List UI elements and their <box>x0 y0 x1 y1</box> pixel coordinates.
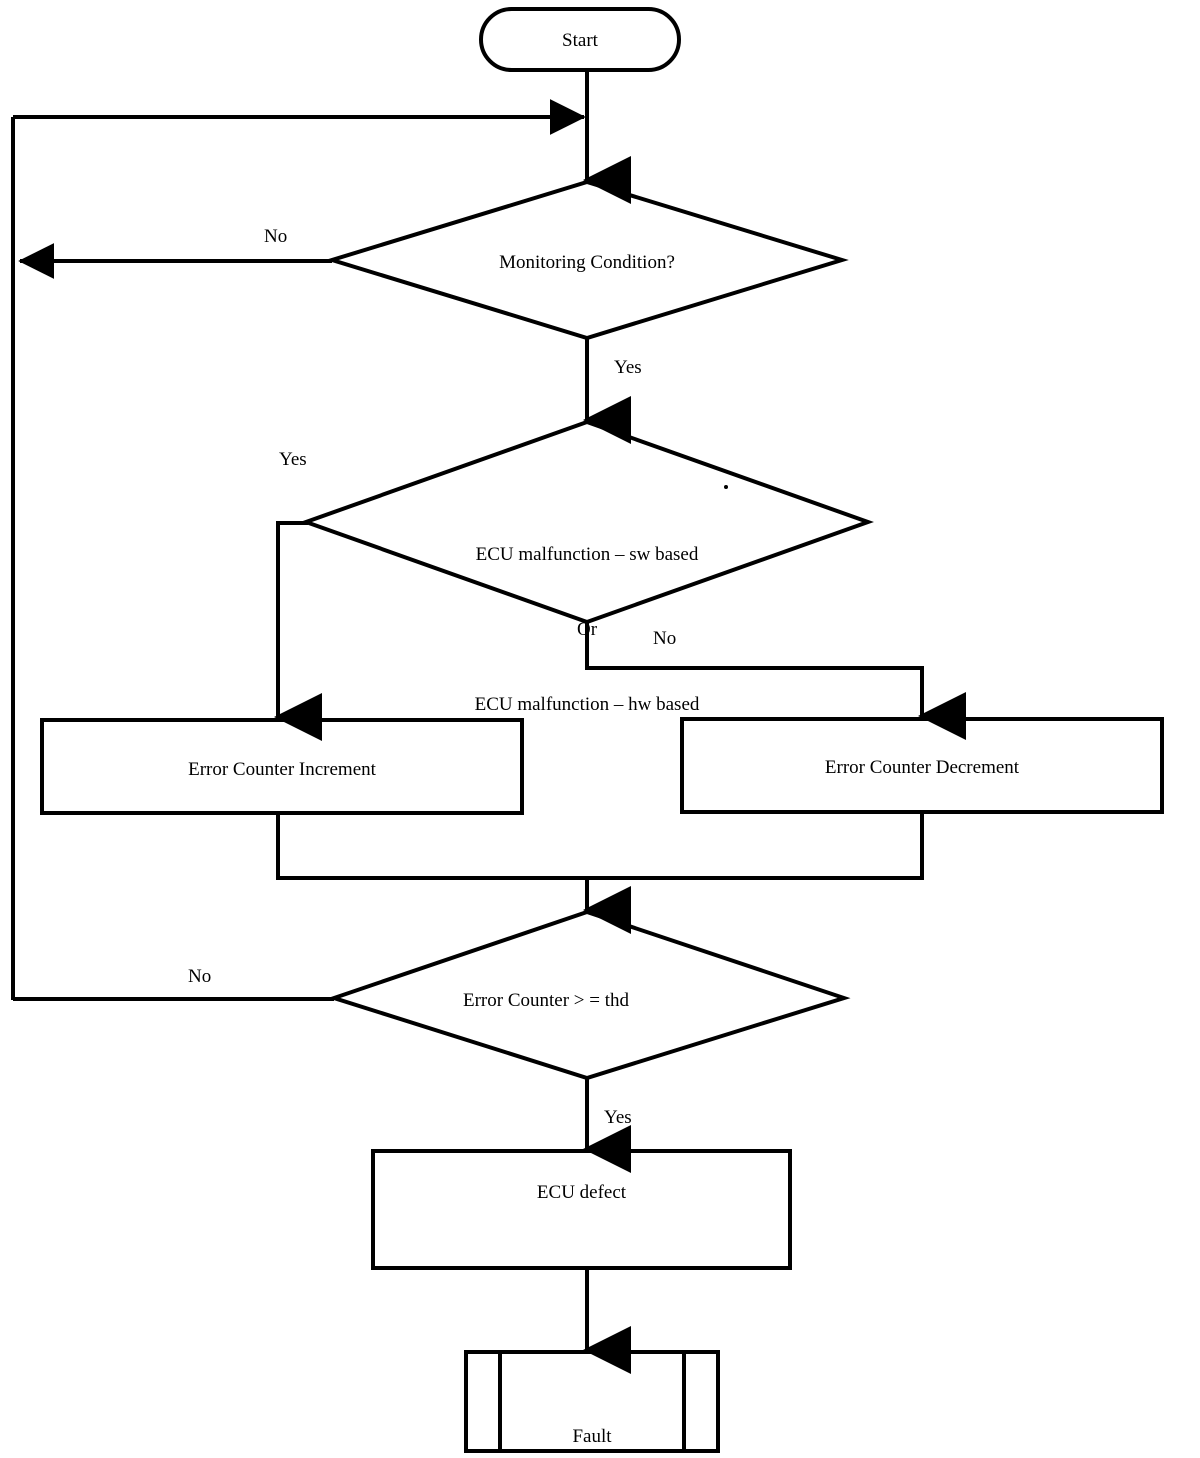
scan-artifact-dot <box>724 485 728 489</box>
edge-label-threshold-no: No <box>188 966 212 987</box>
ecu-defect-node-shape <box>371 1149 792 1270</box>
edge-label-threshold-yes: Yes <box>604 1107 632 1128</box>
edge-increment-merge <box>276 812 924 880</box>
start-node-shape <box>479 7 681 72</box>
monitoring-condition-node-shape <box>325 179 849 341</box>
ecu-malfunction-node-shape <box>300 419 874 625</box>
edge-malfunction-yes <box>274 521 322 741</box>
error-counter-decrement-node-shape <box>680 717 1164 814</box>
edge-label-malfunction-yes: Yes <box>279 449 307 470</box>
edge-label-malfunction-no: No <box>653 628 677 649</box>
error-counter-increment-node-shape <box>40 718 524 815</box>
error-counter-threshold-node-shape <box>327 909 851 1081</box>
edge-malfunction-no <box>585 622 966 740</box>
edge-label-monitoring-yes: Yes <box>614 357 642 378</box>
edge-label-monitoring-no: No <box>264 226 288 247</box>
fault-processing-node-shape <box>464 1350 720 1453</box>
